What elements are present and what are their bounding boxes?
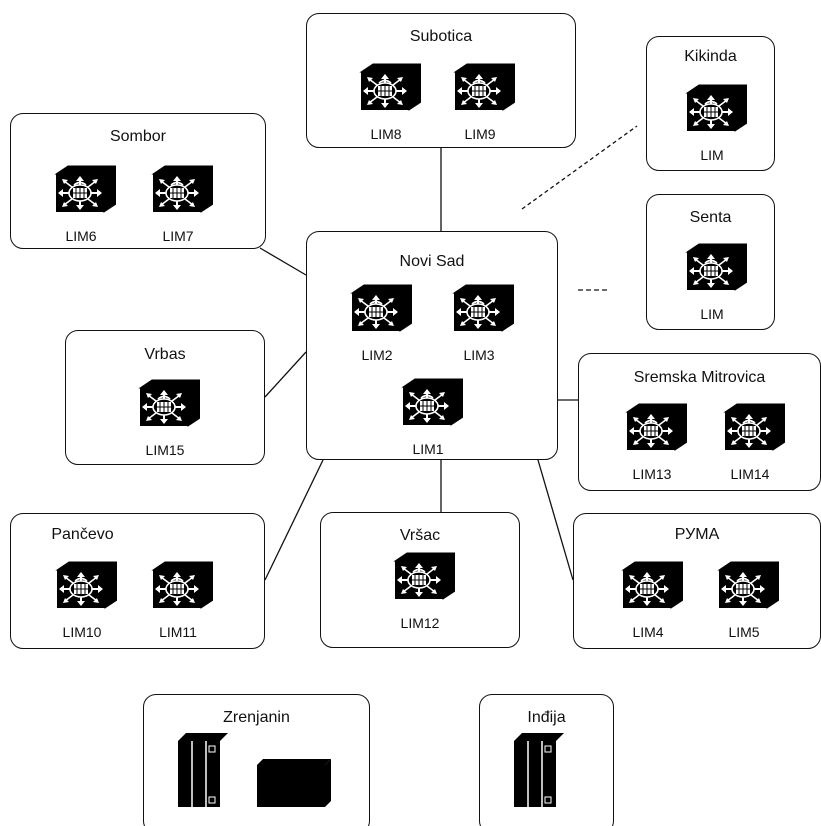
device-label: LIM13 <box>632 466 672 482</box>
device-lim15: LIM15 <box>130 378 200 458</box>
site-vrsac: Vršac LIM12 <box>320 512 520 648</box>
switch-cube-icon <box>350 284 412 332</box>
device-lim2: LIM2 <box>342 283 412 363</box>
site-title: Vrbas <box>144 346 186 363</box>
device-label: LIM4 <box>632 624 664 640</box>
device-lim7: LIM7 <box>143 164 213 244</box>
device-lim12: LIM12 <box>385 551 455 631</box>
device-lim13: LIM13 <box>617 402 687 482</box>
switch-cube-icon <box>717 561 779 609</box>
device-lim: LIM <box>677 83 747 163</box>
device-label: LIM5 <box>728 624 760 640</box>
device-label: LIM <box>700 306 724 322</box>
switch-cube-icon <box>138 379 200 427</box>
device-label: LIM1 <box>412 441 444 457</box>
site-title: Vršac <box>399 527 441 544</box>
device-label: LIM6 <box>65 228 97 244</box>
switch-cube-icon <box>55 561 117 609</box>
site-title: Pančevo <box>51 526 114 543</box>
device-lim4: LIM4 <box>613 560 683 640</box>
server-box-icon <box>257 759 331 807</box>
server-rack-icon <box>178 733 228 807</box>
device-label: LIM15 <box>145 442 185 458</box>
site-subotica: Subotica LIM8 LIM9 <box>306 13 576 148</box>
switch-cube-icon <box>453 63 515 111</box>
site-sombor: Sombor LIM6 LIM7 <box>10 113 266 249</box>
site-title: Sombor <box>109 128 167 145</box>
device-label: LIM12 <box>400 615 440 631</box>
switch-cube-icon <box>621 561 683 609</box>
device-label: LIM7 <box>162 228 194 244</box>
link-sombor-novisad <box>259 247 307 276</box>
site-title: Kikinda <box>684 48 737 65</box>
device-label: LIM11 <box>159 624 197 640</box>
site-title: РУМА <box>674 526 720 543</box>
device-label: LIM9 <box>464 126 496 142</box>
switch-cube-icon <box>151 165 213 213</box>
switch-cube-icon <box>151 561 213 609</box>
device-lim9: LIM9 <box>445 62 515 142</box>
site-novi-sad: Novi Sad LIM2 LIM3 <box>306 231 558 460</box>
site-title: Novi Sad <box>399 253 465 270</box>
switch-cube-icon <box>723 403 785 451</box>
switch-cube-icon <box>625 403 687 451</box>
device-lim8: LIM8 <box>351 62 421 142</box>
device-lim10: LIM10 <box>47 560 117 640</box>
link-vrbas-novisad <box>264 351 307 398</box>
site-title: Inđija <box>527 709 566 726</box>
link-novisad-pancevo <box>264 459 324 581</box>
device-lim1: LIM1 <box>393 377 463 457</box>
site-title: Zrenjanin <box>223 709 290 726</box>
switch-cube-icon <box>401 378 463 426</box>
device-label: LIM <box>700 147 724 163</box>
switch-cube-icon <box>393 552 455 600</box>
device-lim3: LIM3 <box>444 283 514 363</box>
switch-cube-icon <box>54 165 116 213</box>
site-vrbas: Vrbas LIM15 <box>65 330 265 465</box>
device-lim: LIM <box>677 242 747 322</box>
device-lim11: LIM11 <box>143 560 213 640</box>
device-label: LIM3 <box>463 347 495 363</box>
site-indjija: Inđija <box>479 694 614 826</box>
switch-cube-icon <box>685 243 747 291</box>
device-lim6: LIM6 <box>46 164 116 244</box>
link-kikinda-dashed <box>521 125 638 210</box>
device-label: LIM2 <box>361 347 393 363</box>
device-label: LIM8 <box>370 126 402 142</box>
site-pancevo: Pančevo LIM10 LIM11 <box>10 513 265 649</box>
site-zrenjanin: Zrenjanin <box>143 694 370 826</box>
site-title: Sremska Mitrovica <box>633 369 766 386</box>
site-title: Subotica <box>409 28 473 45</box>
device-label: LIM10 <box>62 624 102 640</box>
site-sremska-mitrovica: Sremska Mitrovica LIM13 L <box>578 353 821 491</box>
device-lim5: LIM5 <box>709 560 779 640</box>
site-senta: Senta LIM <box>646 194 775 330</box>
switch-cube-icon <box>685 84 747 132</box>
device-lim14: LIM14 <box>715 402 785 482</box>
link-novisad-ruma <box>537 459 574 581</box>
switch-cube-icon <box>452 284 514 332</box>
site-ruma: РУМА LIM4 LIM5 <box>573 513 821 649</box>
site-kikinda: Kikinda LIM <box>646 36 775 171</box>
device-label: LIM14 <box>730 466 770 482</box>
server-rack-icon <box>514 733 564 807</box>
switch-cube-icon <box>359 63 421 111</box>
site-title: Senta <box>689 209 732 226</box>
